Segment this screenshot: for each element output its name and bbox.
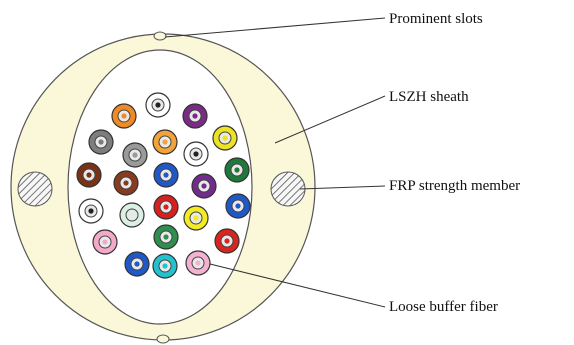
fiber-core (163, 172, 169, 178)
fiber-core (222, 135, 228, 141)
leader-line-frp-strength-member (299, 185, 386, 190)
leader-line-prominent-slots (164, 17, 386, 38)
frp-strength-member-right (270, 171, 306, 207)
fiber-core (88, 208, 94, 214)
fiber-core (193, 151, 199, 157)
fiber-core (201, 183, 207, 189)
fiber-core (155, 102, 161, 108)
fiber-core (235, 203, 241, 209)
fiber-core (123, 180, 129, 186)
fiber-core (193, 215, 199, 221)
fiber-core (192, 113, 198, 119)
label-loose-buffer-fiber: Loose buffer fiber (389, 299, 498, 315)
frp-strength-member-left (17, 171, 53, 207)
fiber-core (162, 263, 168, 269)
leader-line-lszh-sheath (274, 95, 386, 144)
label-prominent-slots: Prominent slots (389, 11, 483, 27)
leader-line-loose-buffer-fiber (209, 263, 386, 308)
fiber-core (121, 113, 127, 119)
fiber-core (98, 139, 104, 145)
prominent-slot-top (153, 31, 167, 41)
fiber-core (86, 172, 92, 178)
prominent-slot-bottom (156, 334, 170, 344)
inner-core-boundary (67, 49, 253, 325)
loose-buffer-fibers (76, 92, 251, 279)
label-lszh-sheath: LSZH sheath (389, 89, 469, 105)
fiber-core (195, 260, 201, 266)
fiber-core (102, 239, 108, 245)
fiber-core (163, 204, 169, 210)
fiber-core (162, 139, 168, 145)
fiber-core (134, 261, 140, 267)
fiber-core (129, 212, 135, 218)
fiber-core (234, 167, 240, 173)
fiber-core (224, 238, 230, 244)
fiber-core (132, 152, 138, 158)
label-frp-strength-member: FRP strength member (389, 178, 520, 194)
fiber-core (163, 234, 169, 240)
